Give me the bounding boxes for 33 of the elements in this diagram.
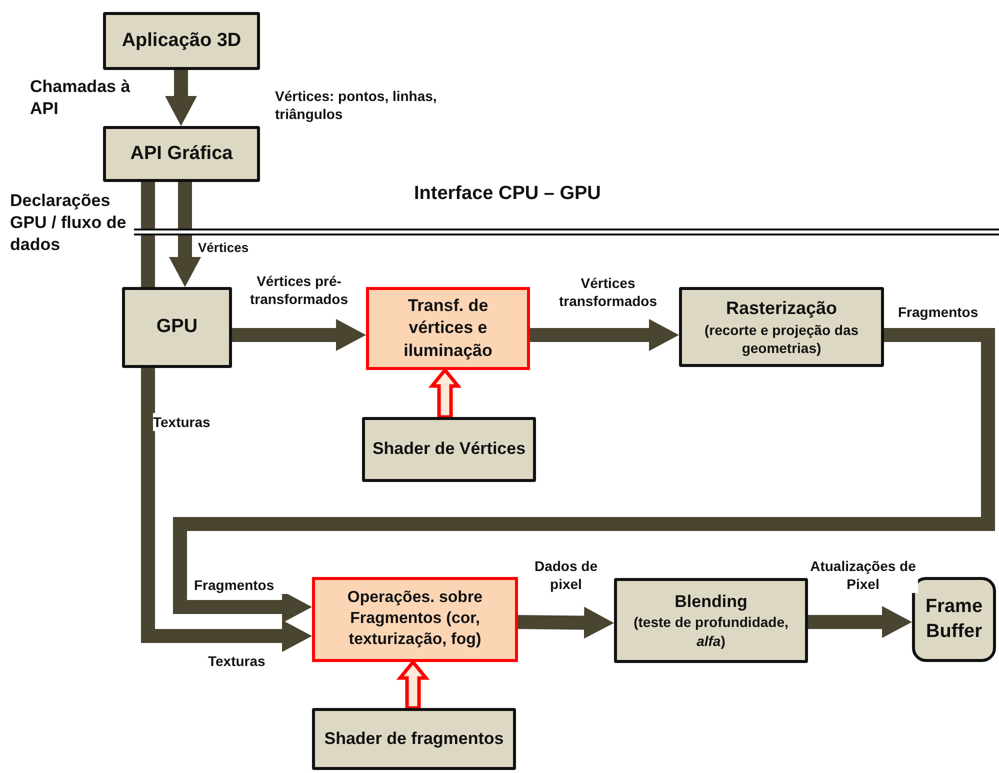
node-title: Frame Buffer — [924, 594, 984, 644]
outlined-arrow — [396, 659, 430, 710]
node-title: Blending — [674, 591, 748, 614]
outlined-arrow — [428, 367, 462, 419]
node-title: API Gráfica — [130, 142, 233, 166]
process-box — [122, 287, 232, 368]
process-box — [103, 12, 260, 70]
node-title: Aplicação 3D — [122, 28, 242, 53]
node-subtitle: (teste de profundidade, alfa) — [632, 613, 790, 650]
arrow — [141, 368, 312, 652]
node-title: Operações. sobre Fragmentos (cor, texturização, fog) — [346, 588, 484, 650]
connector-bar — [141, 182, 155, 287]
node-subtitle: (recorte e projeção das geometrias) — [703, 320, 860, 357]
node-title: Shader de Vértices — [372, 438, 526, 460]
arrow — [165, 70, 197, 126]
process-box — [312, 708, 516, 770]
arrow — [530, 319, 679, 351]
process-box — [362, 417, 536, 482]
arrow — [808, 606, 912, 638]
highlighted-process-box — [312, 577, 518, 662]
node-title: GPU — [156, 315, 198, 340]
node-title: Transf. de vértices e iluminação — [402, 295, 494, 362]
arrow — [232, 319, 366, 351]
arrow — [173, 328, 995, 623]
node-title: Rasterização — [726, 297, 838, 320]
arrow — [169, 182, 201, 287]
process-box — [679, 287, 884, 367]
rounded-box — [912, 577, 996, 662]
highlighted-process-box — [366, 287, 530, 370]
node-title: Shader de fragmentos — [324, 728, 504, 750]
process-box — [614, 578, 808, 663]
process-box — [103, 126, 260, 182]
arrow — [518, 606, 614, 639]
